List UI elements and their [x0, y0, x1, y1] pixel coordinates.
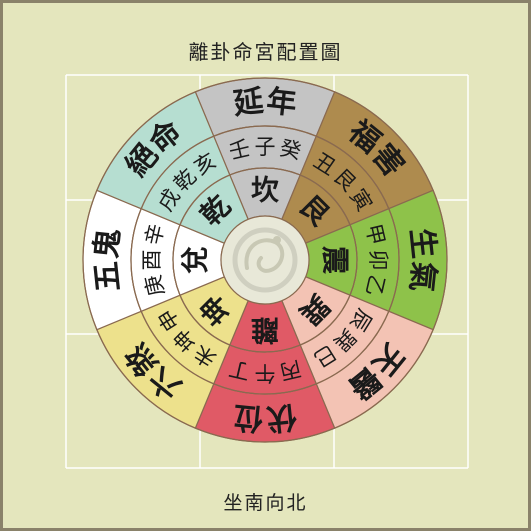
ring-border-0	[82, 77, 448, 443]
ring-border-1	[130, 125, 400, 395]
middle-label-6-2: 辛	[141, 222, 169, 248]
middle-label-6-0: 庚	[141, 272, 169, 298]
dragon-emblem-icon	[220, 215, 310, 305]
middle-label-4-1: 午	[255, 361, 276, 385]
diagram-title: 離卦命宮配置圖	[188, 40, 343, 64]
outer-label-6-0: 五	[89, 260, 127, 293]
middle-label-4-2: 丁	[227, 356, 253, 384]
middle-label-0-1: 子	[255, 135, 276, 159]
outer-label-2-0: 生	[403, 227, 441, 260]
emblem-dragon-head	[273, 236, 281, 244]
middle-label-2-1: 卯	[366, 250, 390, 271]
inner-label-2: 震	[319, 246, 352, 275]
emblem-ring	[232, 227, 298, 293]
inner-label-6: 兌	[179, 246, 212, 274]
inner-label-4: 離	[251, 314, 279, 347]
middle-label-0-0: 壬	[227, 136, 253, 164]
emblem-dragon-curve	[244, 238, 285, 273]
outer-label-6-1: 鬼	[89, 227, 127, 260]
diagram-footer: 坐南向北	[223, 492, 308, 514]
outer-label-4-1: 位	[232, 398, 265, 436]
ring-border-2	[172, 167, 358, 353]
outer-label-0-1: 年	[265, 84, 298, 122]
outer-label-4-0: 伏	[265, 398, 298, 436]
outer-label-0-0: 延	[231, 84, 266, 122]
inner-label-0: 坎	[251, 174, 279, 207]
wheel-sectors	[82, 77, 448, 443]
middle-label-6-1: 酉	[140, 250, 164, 271]
outer-label-2-1: 氣	[403, 260, 441, 293]
